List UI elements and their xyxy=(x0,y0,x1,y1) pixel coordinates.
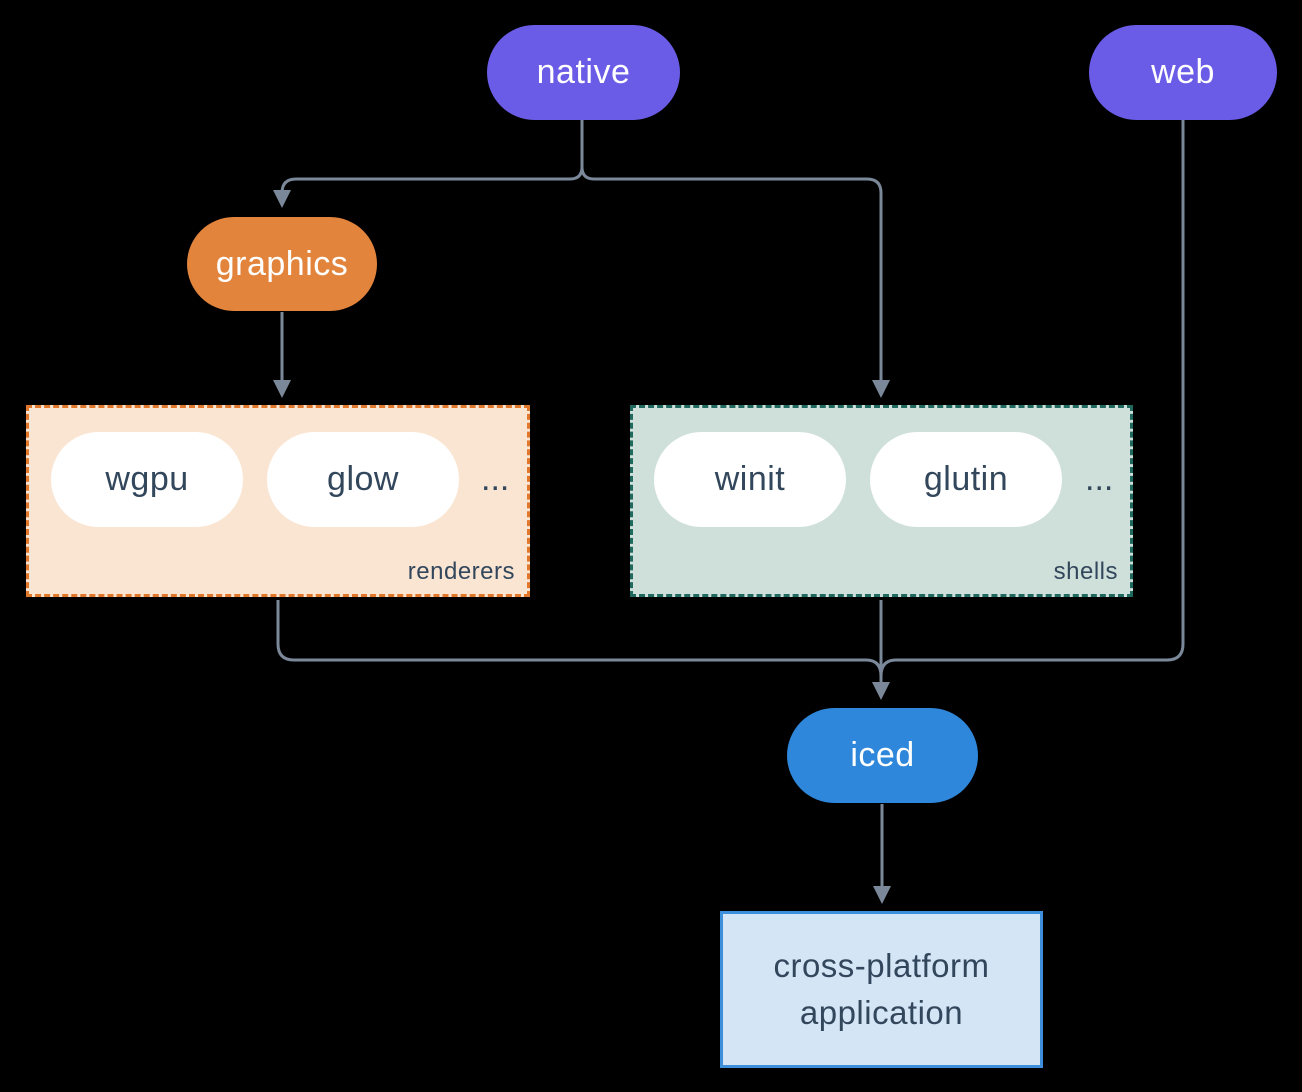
node-graphics: graphics xyxy=(187,217,377,311)
shells-label: shells xyxy=(1053,558,1118,585)
application-label-line2: application xyxy=(799,993,964,1031)
edge-renderers-iced xyxy=(276,600,883,677)
node-iced: iced xyxy=(787,708,978,803)
edge-web-iced xyxy=(879,120,1185,677)
application-box: cross-platform application xyxy=(720,911,1043,1068)
shells-ellipsis: ... xyxy=(1085,460,1114,498)
renderers-group: wgpu glow ... renderers xyxy=(26,405,530,597)
pill-wgpu: wgpu xyxy=(51,432,243,527)
node-native: native xyxy=(487,25,680,120)
shells-group: winit glutin ... shells xyxy=(630,405,1133,597)
application-label-line1: cross-platform xyxy=(773,946,990,984)
renderers-label: renderers xyxy=(407,558,515,585)
edge-native-shells xyxy=(580,120,890,398)
renderers-ellipsis: ... xyxy=(481,460,510,498)
pill-glow: glow xyxy=(267,432,459,527)
edge-native-graphics xyxy=(273,120,584,208)
pill-winit: winit xyxy=(654,432,846,527)
node-web: web xyxy=(1089,25,1277,120)
pill-glutin: glutin xyxy=(870,432,1062,527)
